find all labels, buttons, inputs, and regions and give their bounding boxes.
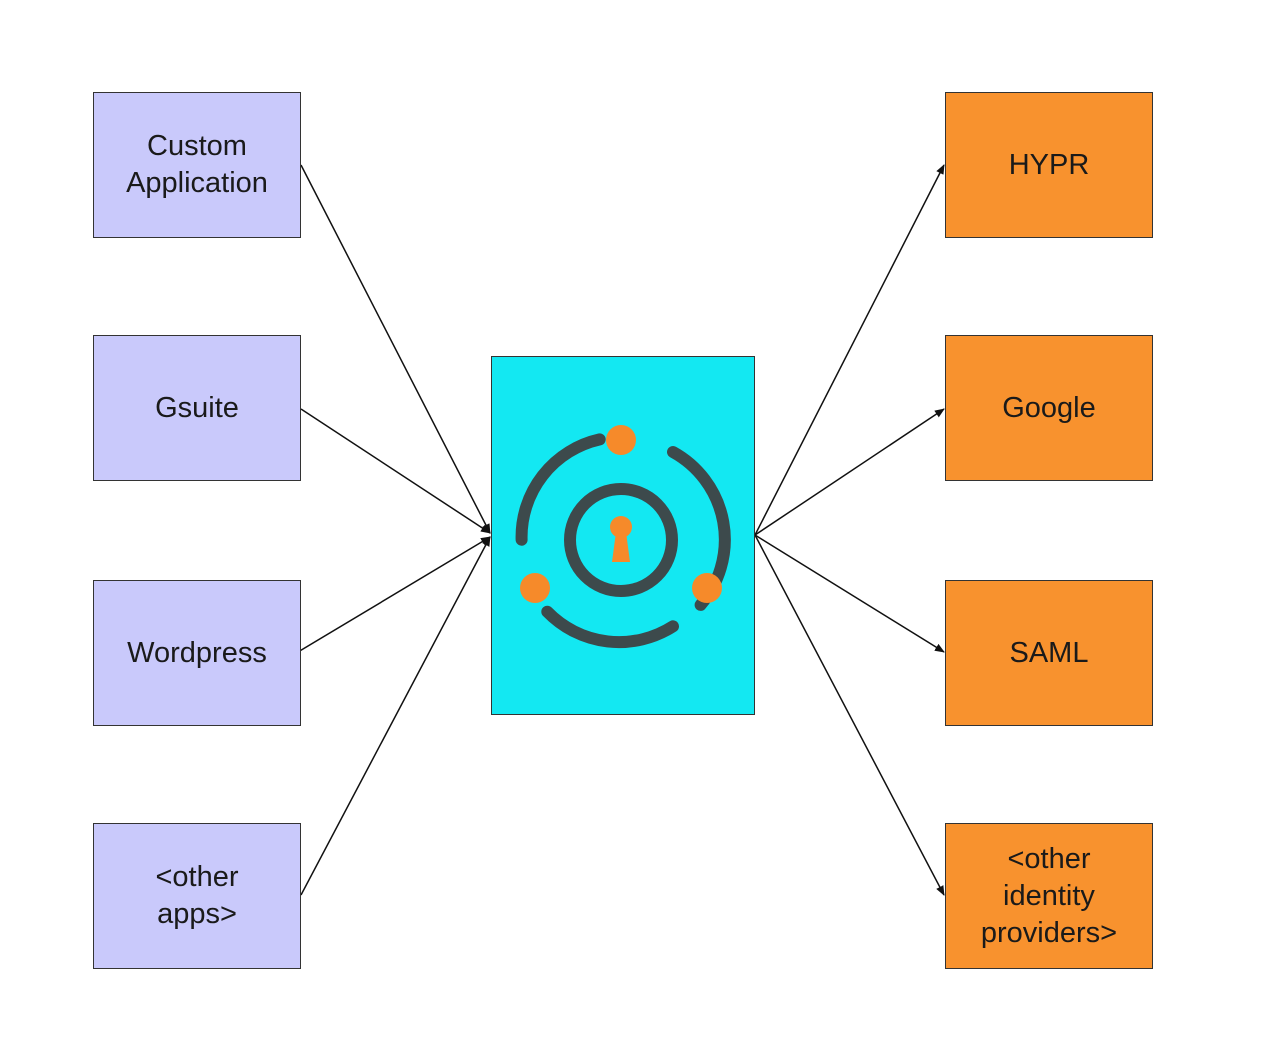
keyhole-rings-logo-icon	[515, 425, 731, 649]
application-box-other-apps[interactable]: <other apps>	[93, 823, 301, 969]
arrow-gsuite-to-hub	[300, 408, 491, 534]
arrow-wordpress-to-hub	[292, 536, 491, 656]
identity-provider-box-hypr[interactable]: HYPR	[945, 92, 1153, 238]
identity-provider-box-google[interactable]: Google	[945, 335, 1153, 481]
arrow-custom-application-to-hub	[300, 164, 491, 534]
arrow-hub-to-google	[754, 408, 945, 536]
application-box-custom-application[interactable]: Custom Application	[93, 92, 301, 238]
arrow-hub-to-other-identity-providers	[754, 534, 945, 896]
application-box-gsuite[interactable]: Gsuite	[93, 335, 301, 481]
arrow-other-apps-to-hub	[300, 536, 491, 896]
identity-provider-box-other-identity-providers[interactable]: <other identity providers>	[945, 823, 1153, 969]
arrow-hub-to-saml	[754, 534, 945, 653]
arrow-hub-to-hypr	[754, 164, 945, 536]
identity-provider-box-saml[interactable]: SAML	[945, 580, 1153, 726]
identity-hub-box[interactable]	[491, 356, 755, 715]
application-box-wordpress[interactable]: Wordpress	[93, 580, 301, 726]
